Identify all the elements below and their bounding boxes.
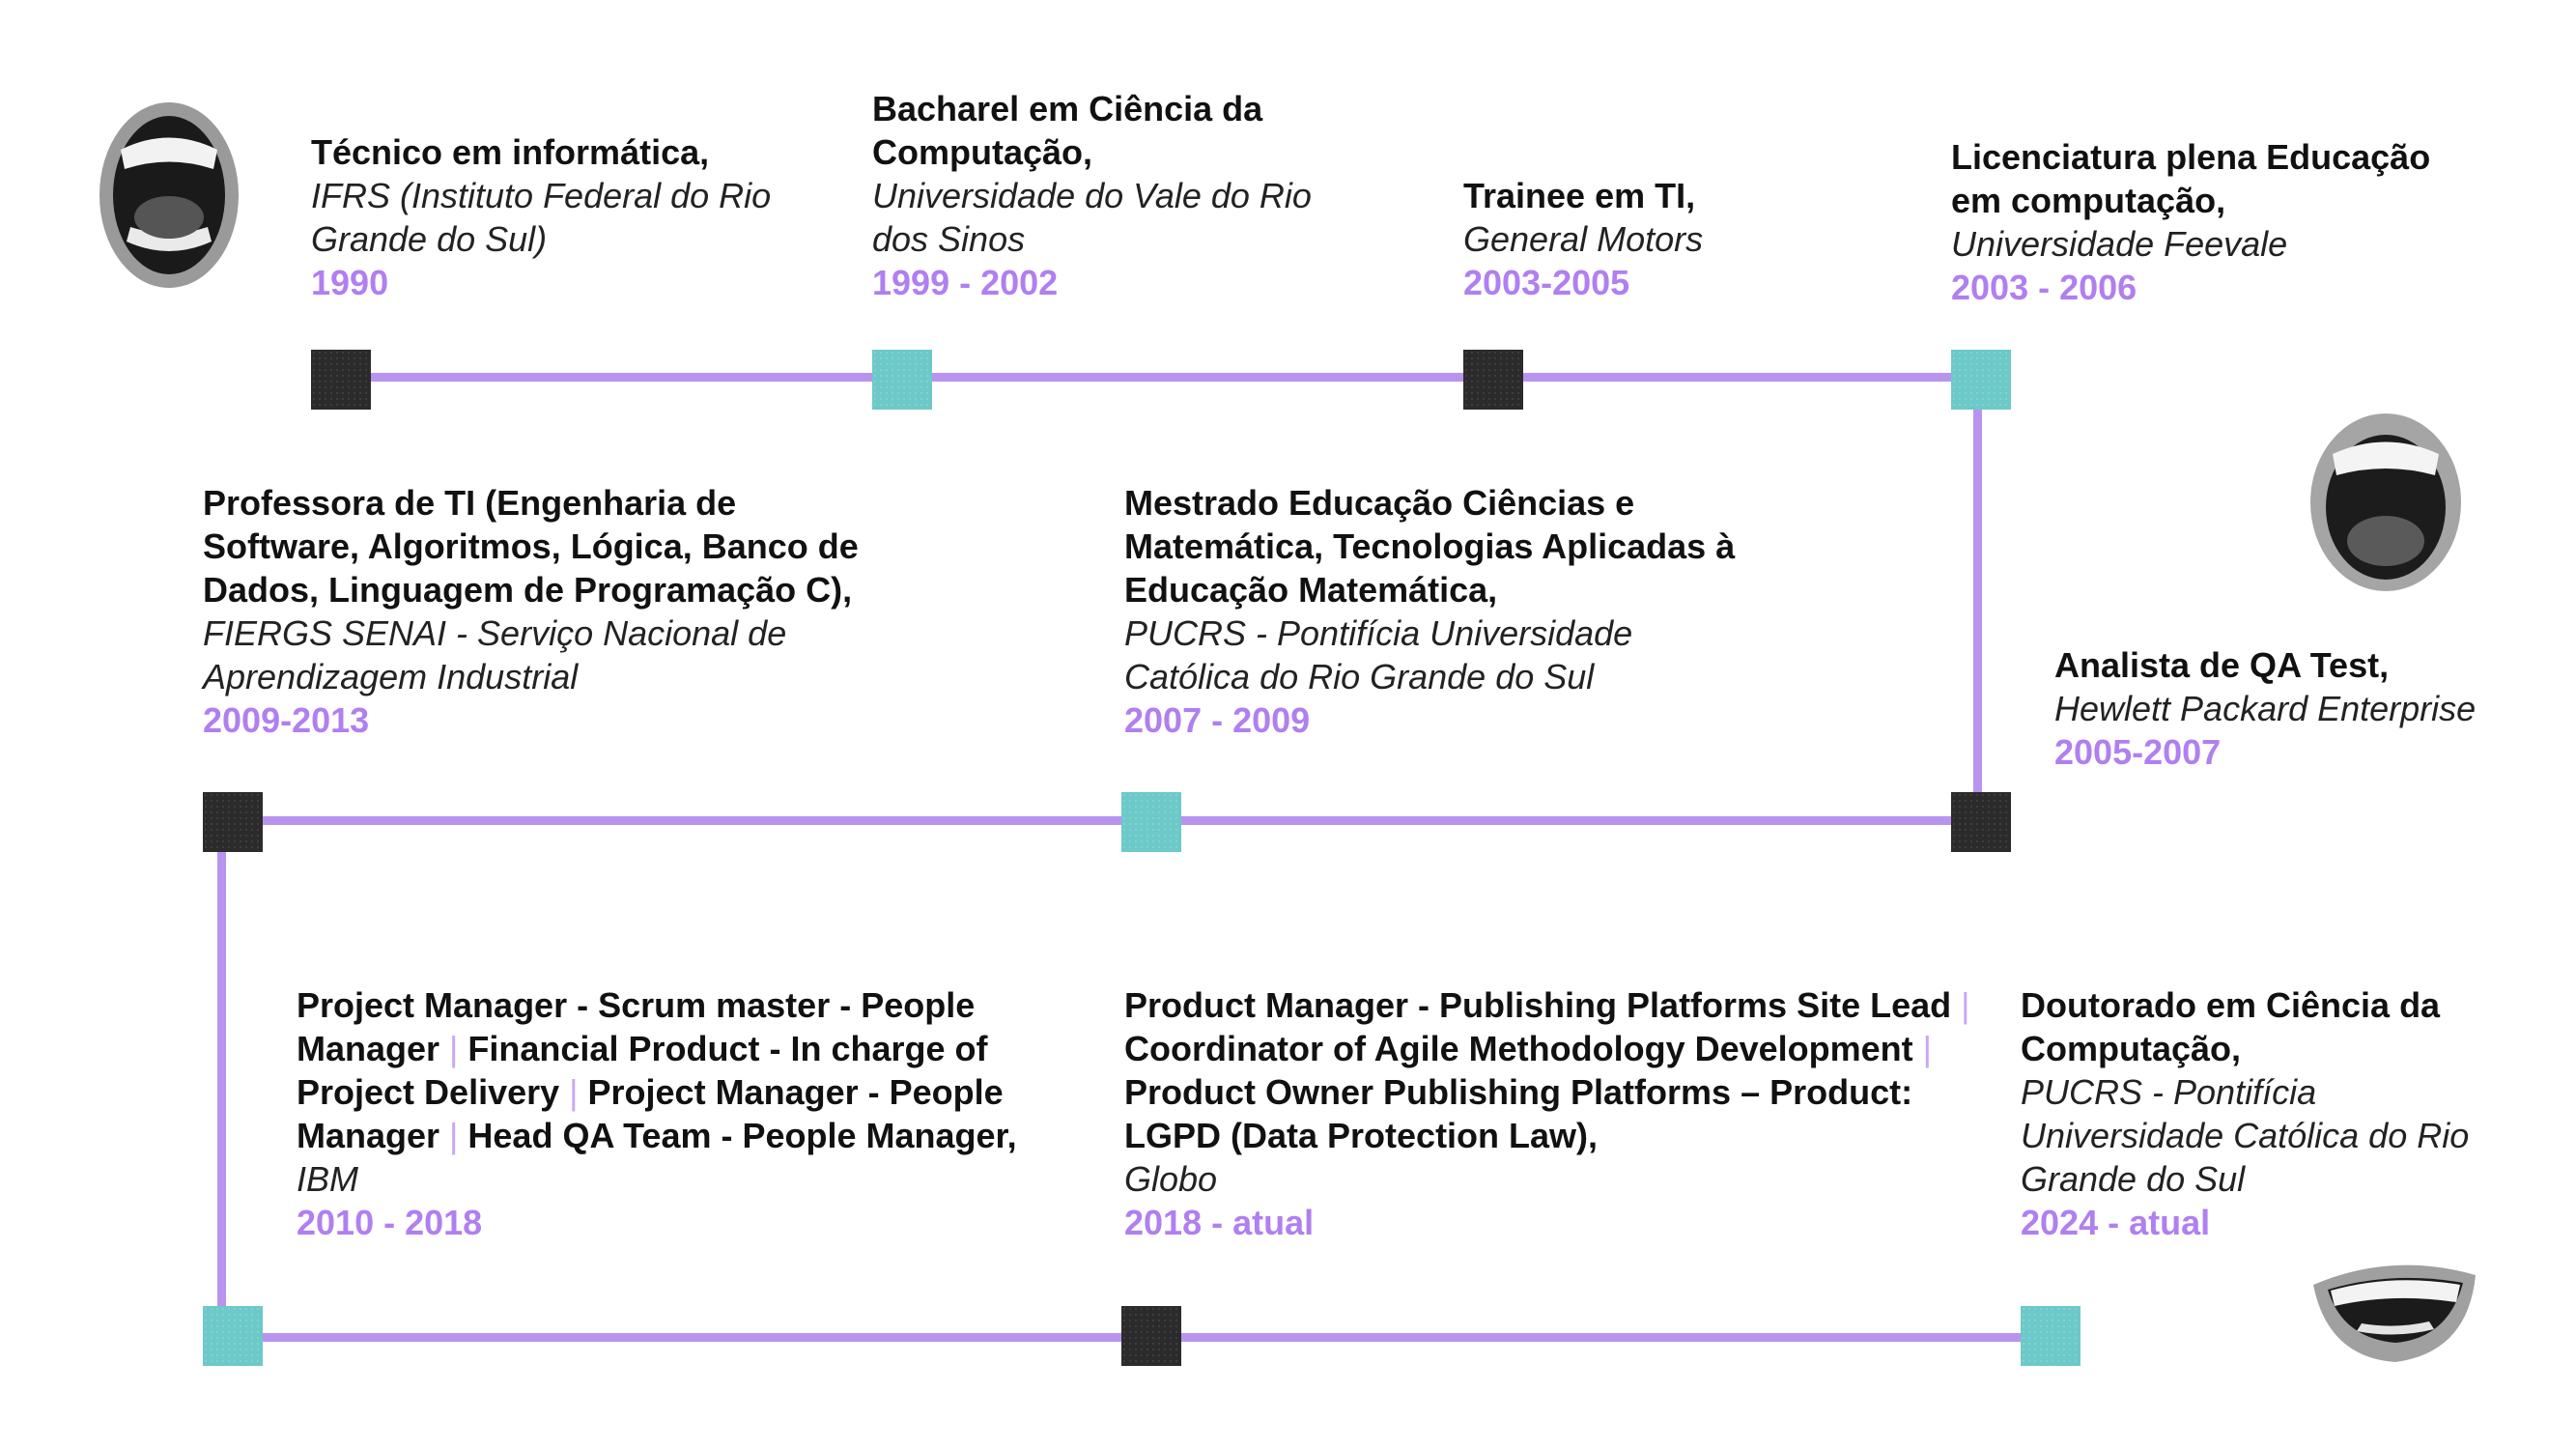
item-title: Trainee em TI, <box>1463 176 1696 215</box>
item-organization: IBM <box>297 1159 359 1199</box>
item-title: Bacharel em Ciência da Computação, <box>872 89 1263 172</box>
item-organization: Globo <box>1124 1159 1218 1199</box>
item-organization: Hewlett Packard Enterprise <box>2054 689 2477 728</box>
timeline-node-1999 <box>872 350 932 410</box>
item-years: 2003 - 2006 <box>1951 268 2137 307</box>
timeline-line-row1 <box>340 373 1978 382</box>
title-separator: | <box>439 1029 468 1068</box>
title-segment: Project Manager - People Manager <box>297 1072 1004 1155</box>
item-title-segments: Product Manager - Publishing Platforms S… <box>1124 983 1974 1157</box>
timeline-item-globo: Product Manager - Publishing Platforms S… <box>1124 983 1974 1244</box>
timeline-node-2018 <box>1121 1306 1181 1366</box>
item-organization: PUCRS - Pontifícia Universidade Católica… <box>1124 613 1633 696</box>
timeline-item-analista-qa: Analista de QA Test, Hewlett Packard Ent… <box>2054 643 2557 774</box>
item-organization: General Motors <box>1463 219 1704 259</box>
item-title: Professora de TI (Engenharia de Software… <box>203 483 859 610</box>
timeline-item-mestrado: Mestrado Educação Ciências e Matemática,… <box>1124 481 1762 742</box>
smiling-mouth-icon <box>2313 1264 2476 1362</box>
item-organization: FIERGS SENAI - Serviço Nacional de Apren… <box>203 613 787 696</box>
open-mouth-icon <box>2310 413 2461 591</box>
item-title: Doutorado em Ciência da Computação, <box>2021 985 2441 1068</box>
item-years: 1990 <box>311 263 389 302</box>
timeline-line-right-connector <box>1973 377 1982 821</box>
title-segment: Product Owner Publishing Platforms – Pro… <box>1124 1072 1913 1155</box>
item-title: Técnico em informática, <box>311 132 710 172</box>
timeline-node-2003-trainee <box>1463 350 1523 410</box>
timeline-item-tecnico: Técnico em informática, IFRS (Instituto … <box>311 130 813 304</box>
timeline-item-ibm: Project Manager - Scrum master - People … <box>297 983 1089 1244</box>
item-organization: Universidade Feevale <box>1951 224 2288 264</box>
timeline-line-row2 <box>232 816 1982 825</box>
timeline-node-2024 <box>2021 1306 2081 1366</box>
title-segment: Project Manager - Scrum master - People … <box>297 985 976 1068</box>
title-separator: | <box>559 1072 588 1112</box>
item-years: 2005-2007 <box>2054 732 2222 772</box>
item-organization: IFRS (Instituto Federal do Rio Grande do… <box>311 176 772 259</box>
timeline-line-left-connector <box>217 821 226 1338</box>
item-years: 2009-2013 <box>203 700 370 740</box>
open-mouth-icon <box>99 102 239 288</box>
timeline-item-bacharel: Bacharel em Ciência da Computação, Unive… <box>872 87 1374 304</box>
item-years: 2007 - 2009 <box>1124 700 1311 740</box>
timeline-node-2005 <box>1951 792 2011 852</box>
title-separator: | <box>439 1116 468 1155</box>
title-segment: Head QA Team - People Manager, <box>467 1116 1017 1155</box>
timeline-item-licenciatura: Licenciatura plena Educação em computaçã… <box>1951 135 2453 309</box>
item-years: 2024 - atual <box>2021 1203 2211 1242</box>
timeline-node-2010 <box>203 1306 263 1366</box>
item-title: Licenciatura plena Educação em computaçã… <box>1951 137 2431 220</box>
item-years: 1999 - 2002 <box>872 263 1059 302</box>
item-title: Mestrado Educação Ciências e Matemática,… <box>1124 483 1736 610</box>
item-title: Analista de QA Test, <box>2054 645 2390 685</box>
item-title-segments: Project Manager - Scrum master - People … <box>297 983 1089 1157</box>
title-segment: Coordinator of Agile Methodology Develop… <box>1124 1029 1913 1068</box>
timeline-node-2007 <box>1121 792 1181 852</box>
timeline-node-2003-licenciatura <box>1951 350 2011 410</box>
timeline-node-1990 <box>311 350 371 410</box>
title-separator: | <box>1912 1029 1933 1068</box>
item-organization: Universidade do Vale do Rio dos Sinos <box>872 176 1312 259</box>
item-years: 2018 - atual <box>1124 1203 1315 1242</box>
item-years: 2010 - 2018 <box>297 1203 483 1242</box>
item-organization: PUCRS - Pontifícia Universidade Católica… <box>2021 1072 2470 1199</box>
timeline-node-2009 <box>203 792 263 852</box>
timeline-item-trainee: Trainee em TI, General Motors 2003-2005 <box>1463 174 1888 304</box>
title-segment: Product Manager - Publishing Platforms S… <box>1124 985 1952 1025</box>
title-segment: Financial Product - In charge of Project… <box>297 1029 988 1112</box>
item-years: 2003-2005 <box>1463 263 1630 302</box>
timeline-item-professora: Professora de TI (Engenharia de Software… <box>203 481 898 742</box>
title-separator: | <box>1951 985 1970 1025</box>
timeline-item-doutorado: Doutorado em Ciência da Computação, PUCR… <box>2021 983 2475 1244</box>
